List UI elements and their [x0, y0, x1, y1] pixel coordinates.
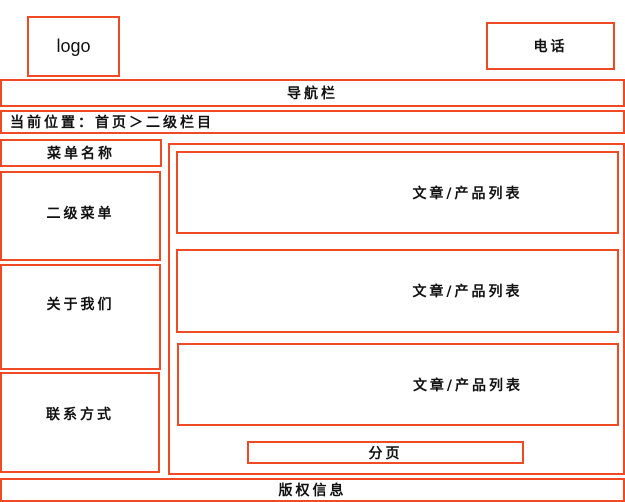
nav-bar[interactable]: 导航栏 — [0, 79, 625, 107]
breadcrumb: 当前位置：首页＞二级栏目 — [0, 110, 625, 134]
footer-copyright: 版权信息 — [0, 478, 625, 502]
content-list-3[interactable]: 文章/产品列表 — [177, 343, 619, 426]
content-list-2[interactable]: 文章/产品列表 — [176, 249, 619, 333]
sidebar-item-contact[interactable]: 联系方式 — [0, 372, 160, 473]
pagination[interactable]: 分页 — [247, 441, 524, 464]
phone-box: 电话 — [486, 22, 615, 70]
logo[interactable]: logo — [27, 16, 120, 77]
content-list-1[interactable]: 文章/产品列表 — [176, 151, 619, 234]
sidebar-item-submenu[interactable]: 二级菜单 — [0, 171, 161, 261]
sidebar-item-about[interactable]: 关于我们 — [0, 264, 161, 370]
sidebar-title: 菜单名称 — [0, 139, 162, 167]
main-content — [168, 143, 625, 475]
